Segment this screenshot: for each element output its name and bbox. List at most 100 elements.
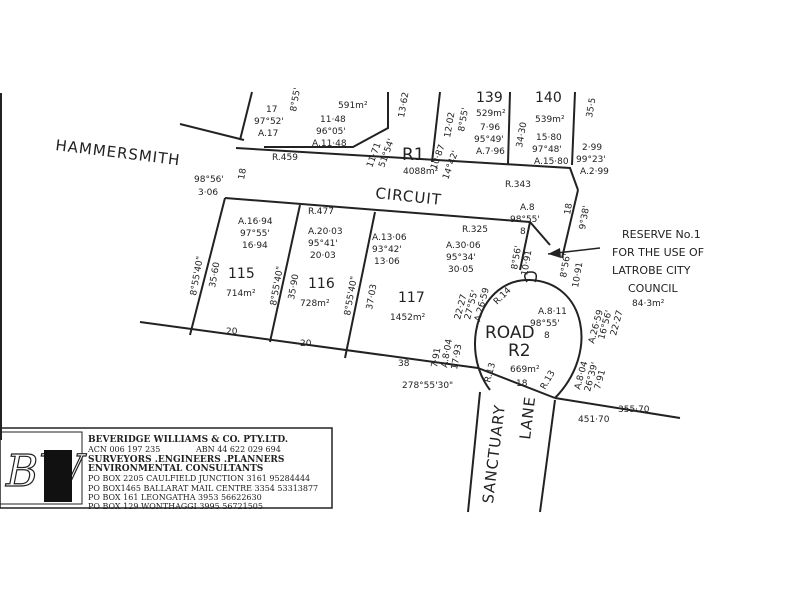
dim-r325: R.325 (462, 225, 488, 235)
dim-b9534: 95°34' (446, 253, 476, 263)
dim-r13a: R.13 (483, 362, 498, 384)
dim-3005: 30·05 (448, 265, 474, 275)
dim-r14: R.14 (492, 286, 514, 308)
dim-a17: A.17 (258, 129, 278, 139)
dim-3590: 35·90 (287, 273, 301, 300)
dim-b9541: 95°41' (308, 239, 338, 249)
lot-140-east-boundary (571, 91, 576, 166)
r1-ref: R1 (402, 145, 425, 165)
street-hammersmith: HAMMERSMITH (55, 136, 182, 169)
reserve-east-boundary (561, 189, 579, 259)
hammersmith-north-boundary (179, 123, 245, 141)
lot-116-area: 728m² (300, 299, 330, 309)
lot-117-east-boundary (519, 221, 531, 271)
road-area: 669m² (510, 365, 540, 375)
dim-299: 2·99 (582, 143, 602, 153)
court-bowl-curve (474, 278, 583, 399)
firm-logo-box (0, 431, 83, 505)
circuit-north-boundary (235, 147, 579, 191)
dim-18c: 18 (516, 379, 528, 389)
lot-17-boundary (239, 91, 253, 141)
firm-addr-2: PO BOX1465 BALLARAT MAIL CENTRE 3354 533… (88, 484, 318, 493)
top-lot-area: 591m² (338, 101, 368, 111)
dim-r343: R.343 (505, 180, 531, 190)
dim-b856b: 8°56' (559, 253, 573, 279)
dim-791: 7·91 (430, 347, 443, 368)
firm-acn: ACN 006 197 235 (87, 445, 160, 454)
dim-1694: 16·94 (242, 241, 268, 251)
dim-r477: R.477 (308, 207, 334, 217)
dim-b9752: 97°52' (254, 117, 284, 127)
dim-1580: 15·80 (536, 133, 562, 143)
dim-a811: A.8·11 (538, 307, 567, 317)
dim-a3006: A.30·06 (446, 241, 481, 251)
dim-2003: 20·03 (310, 251, 336, 261)
dim-3560: 35·60 (208, 261, 222, 288)
lot-140-area: 539m² (535, 115, 565, 125)
dim-3703: 37·03 (365, 283, 379, 310)
lot-139-area: 529m² (476, 109, 506, 119)
lot-top-boundary (264, 92, 389, 148)
dim-35570: 355·70 (618, 405, 650, 415)
dim-r459: R.459 (272, 153, 298, 163)
sanctuary-lane-east (539, 399, 556, 513)
dim-18a: 18 (237, 167, 249, 180)
dim-b856: 8°56' (510, 245, 524, 271)
dim-1091: 10·91 (520, 249, 534, 276)
firm-addr-1: PO BOX 2205 CAULFIELD JUNCTION 3161 9528… (88, 474, 310, 483)
lot-139-number: 139 (476, 90, 503, 106)
firm-logo-block (44, 450, 72, 502)
firm-addr-4: PO BOX 129 WONTHAGGI 3995 56721505 (88, 502, 263, 511)
dim-1148: 11·48 (320, 115, 346, 125)
dim-1202: 12·02 (443, 111, 457, 138)
dim-b9923: 99°23' (576, 155, 606, 165)
dim-355: 35·5 (585, 97, 598, 118)
dim-a796: A.7·96 (476, 147, 505, 157)
lot-139-west-boundary (431, 91, 441, 163)
dim-17: 17 (266, 105, 277, 115)
reserve-bubble (524, 271, 538, 283)
lot-140-west-boundary (507, 91, 511, 165)
dim-b8855a: 8°55'40" (189, 256, 206, 297)
dim-a1306: A.13·06 (372, 233, 407, 243)
firm-line-1: SURVEYORS .ENGINEERS .PLANNERS (88, 455, 284, 465)
reserve-area: 84·3m² (632, 299, 665, 309)
dim-a8: A.8 (520, 203, 535, 213)
dim-18b: 18 (563, 202, 575, 215)
firm-abn: ABN 44 622 029 694 (195, 445, 281, 454)
lot-116-117-boundary (344, 211, 376, 359)
dim-1793: 17·93 (450, 343, 464, 370)
dim-b938: 9°38' (578, 205, 592, 231)
dim-a2003: A.20·03 (308, 227, 343, 237)
dim-a804: A.8·04 (440, 338, 455, 368)
reserve-line-1: RESERVE No.1 (622, 228, 701, 241)
street-lane: LANE (516, 395, 539, 441)
reserve-arrow-head (548, 248, 561, 258)
lot-117-number: 117 (398, 290, 425, 306)
lot-116-number: 116 (308, 276, 335, 292)
lot-117-area: 1452m² (390, 313, 426, 323)
southern-boundary-west (139, 321, 479, 369)
firm-addr-3: PO BOX 161 LEONGATHA 3953 56622630 (88, 493, 262, 502)
reserve-line-2: FOR THE USE OF (612, 246, 704, 259)
lot-115-number: 115 (228, 266, 255, 282)
dim-796: 7·96 (480, 123, 500, 133)
firm-name: BEVERIDGE WILLIAMS & CO. PTY.LTD. (88, 435, 288, 445)
dim-b8855b: 8°55'40" (269, 266, 286, 307)
lot-140-number: 140 (535, 90, 562, 106)
lot-115-west-boundary (189, 197, 226, 336)
road-label: ROAD (485, 323, 535, 343)
dim-a299: A.2·99 (580, 167, 609, 177)
street-sanctuary: SANCTUARY (479, 403, 509, 504)
dim-b9342: 93°42' (372, 245, 402, 255)
firm-line-2: ENVIRONMENTAL CONSULTANTS (88, 464, 263, 474)
dim-b9755: 97°55' (240, 229, 270, 239)
lot-115-116-boundary (269, 204, 301, 343)
firm-box (0, 427, 333, 509)
dim-a1580: A.15·80 (534, 157, 569, 167)
reserve-line-4: COUNCIL (628, 282, 679, 295)
dim-b9855: 98°55' (510, 215, 540, 225)
dim-1091b: 10·91 (571, 261, 585, 288)
court-bowl-base (477, 367, 556, 399)
